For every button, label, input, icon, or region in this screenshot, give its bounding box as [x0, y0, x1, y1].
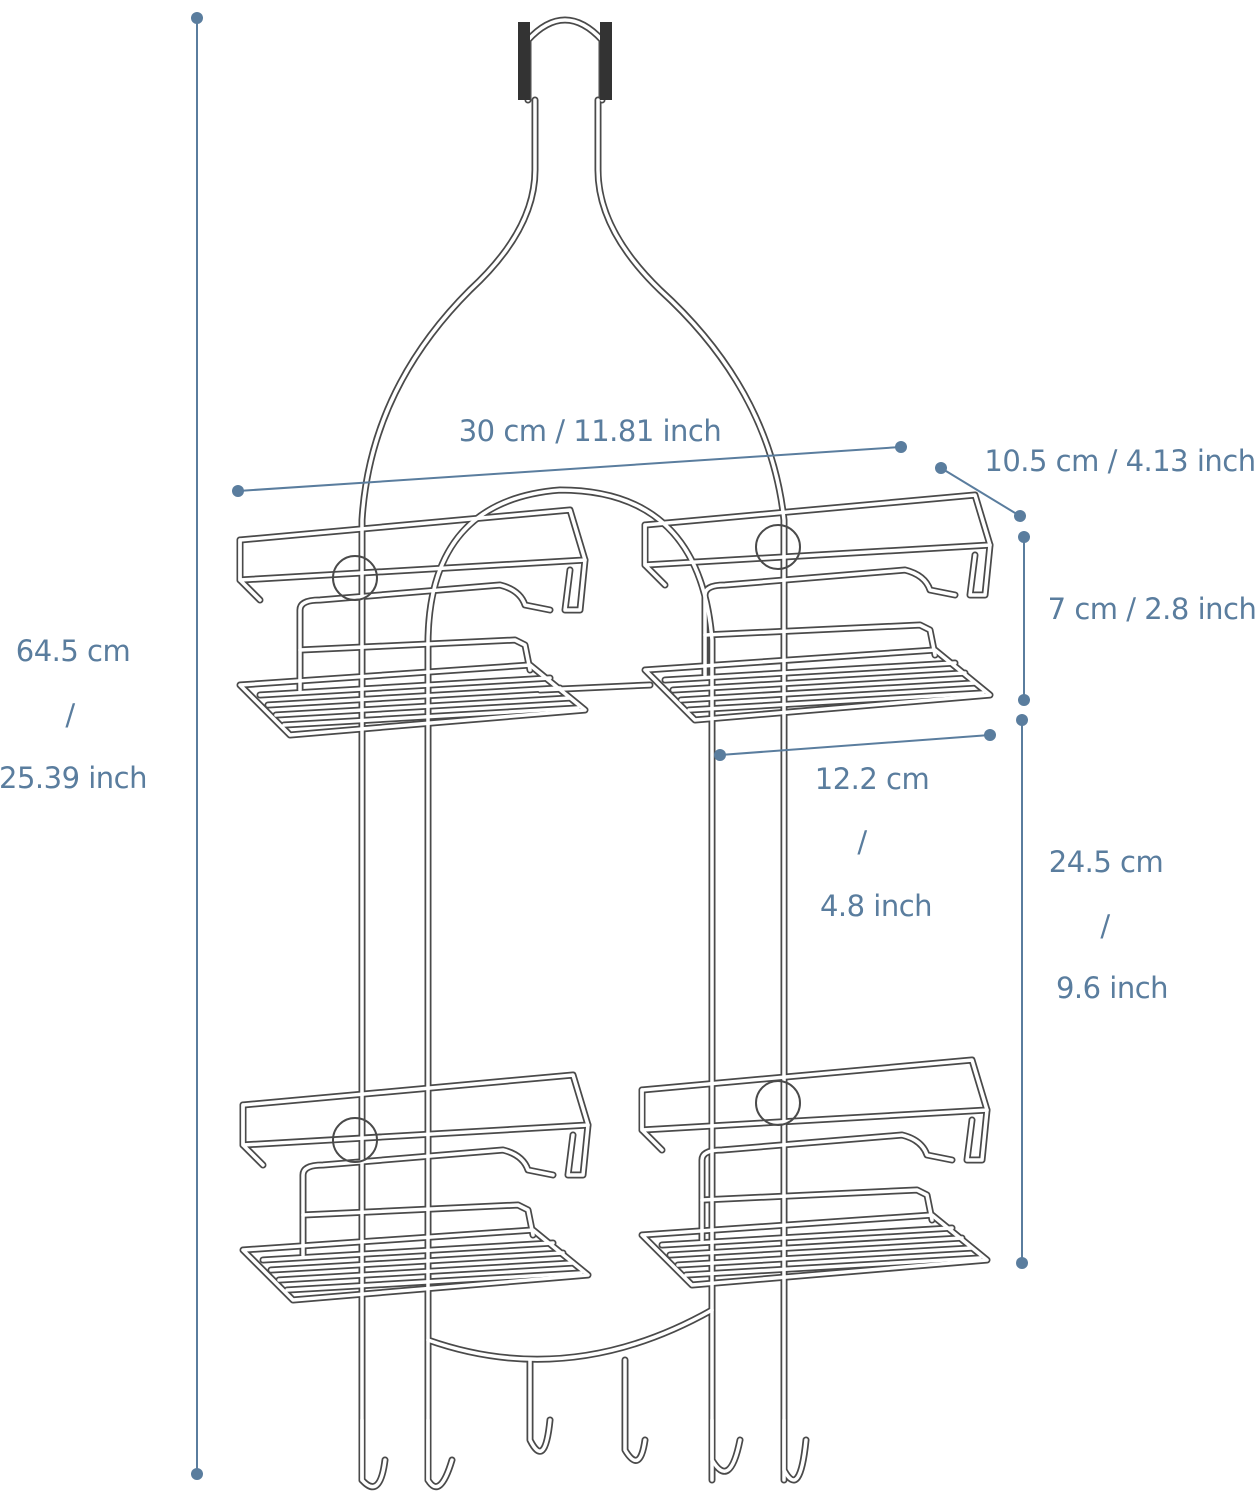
basket-width-line [719, 734, 991, 756]
suction-cup [332, 1117, 378, 1163]
height-cm-label: 64.5 cm [15, 634, 131, 668]
hanger-grip [518, 22, 530, 100]
basket-width-cm-label: 12.2 cm [814, 762, 930, 796]
height-separator: / [65, 698, 75, 732]
suction-cup [332, 555, 378, 601]
depth-line [940, 467, 1021, 517]
basket-height-label: 7 cm / 2.8 inch [1047, 592, 1257, 626]
basket-width-separator: / [857, 825, 867, 859]
suction-cup [755, 524, 801, 570]
hanger-grip [600, 22, 612, 100]
shelf-spacing-inch-label: 9.6 inch [1055, 971, 1169, 1005]
height-inch-label: 25.39 inch [0, 761, 148, 795]
basket-width-inch-label: 4.8 inch [819, 889, 933, 923]
width-label: 30 cm / 11.81 inch [458, 414, 722, 448]
dimension-lines [191, 12, 1030, 1480]
width-line [237, 446, 902, 492]
depth-label: 10.5 cm / 4.13 inch [984, 444, 1256, 478]
shelf-spacing-separator: / [1100, 909, 1110, 943]
suction-cup [755, 1080, 801, 1126]
shelf-spacing-cm-label: 24.5 cm [1048, 845, 1164, 879]
